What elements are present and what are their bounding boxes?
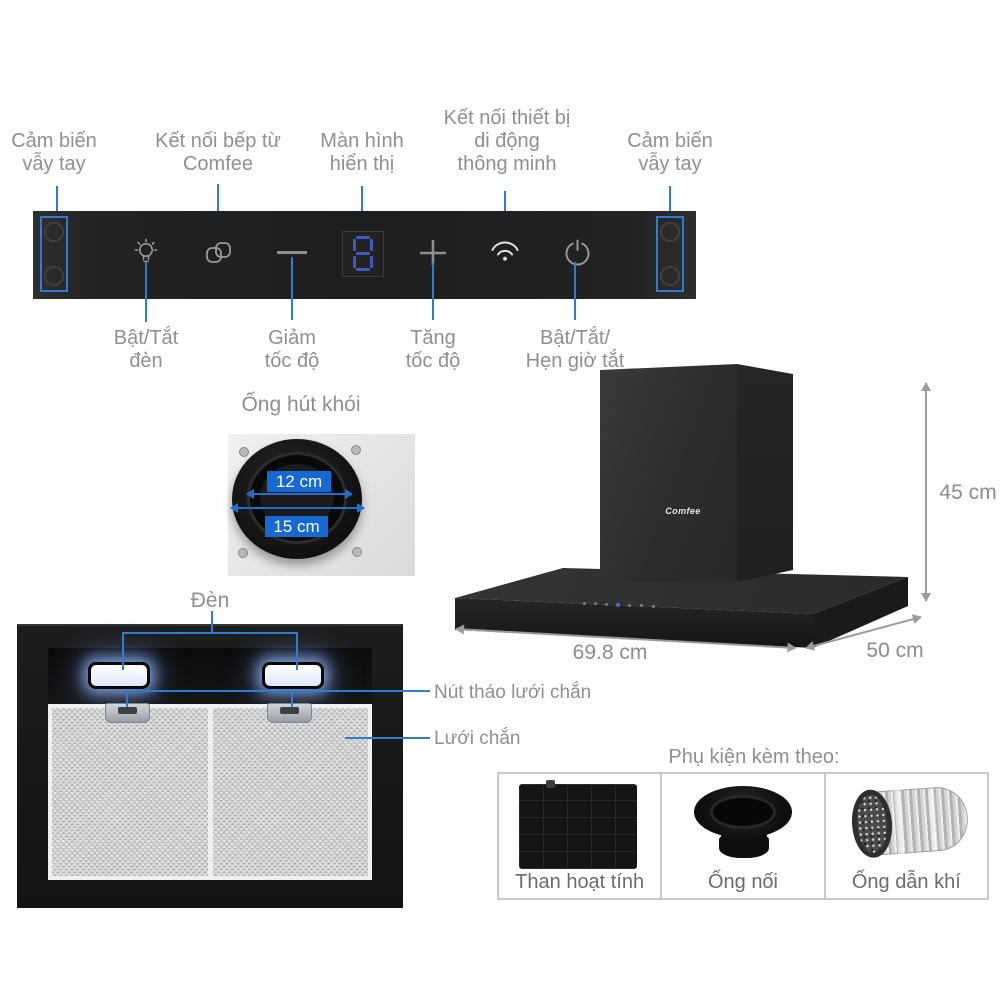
accessory-label: Ống nối (707, 871, 779, 893)
callout-line (211, 611, 213, 633)
hood-control-dot-display (616, 603, 620, 607)
callout-line (122, 632, 124, 670)
width-dimension-label: 69.8 cm (572, 641, 648, 664)
connector-ring-base (719, 836, 769, 858)
callout-line (122, 632, 298, 634)
hood-control-dot (640, 604, 643, 607)
accessory-cell-carbon: Than hoạt tính (499, 774, 660, 898)
duct-photo (228, 434, 415, 576)
hood-control-dot (605, 603, 608, 606)
callout-line (361, 186, 363, 233)
led-light-right (262, 662, 324, 689)
underside-photo (17, 624, 403, 908)
callout-line (432, 263, 434, 320)
duct-title: Ống hút khói (241, 393, 361, 416)
minus-icon (277, 251, 307, 254)
plus-icon (419, 239, 447, 267)
hob-link-icon (205, 240, 235, 266)
outer-diameter-badge: 15 cm (265, 516, 328, 537)
screw-icon (239, 447, 249, 457)
connector-ring-opening (710, 795, 776, 829)
label-lights: Đèn (190, 589, 230, 612)
callout-line (345, 737, 430, 739)
callout-line (126, 690, 430, 692)
hood-chimney-side (737, 364, 793, 582)
accessories-heading: Phụ kiện kèm theo: (668, 746, 840, 768)
control-panel-bar (33, 211, 696, 299)
callout-line (574, 262, 576, 320)
label-display: Màn hình hiển thị (320, 130, 404, 175)
screw-icon (352, 547, 362, 557)
callout-line (296, 632, 298, 670)
accessory-cell-flex-duct: Ống dẫn khí (823, 774, 987, 898)
mesh-filter-left (52, 708, 208, 876)
sensor-circle (660, 266, 680, 286)
label-hob-link: Kết nối bếp từ Comfee (155, 130, 281, 175)
hood-control-dot (652, 605, 655, 608)
mesh-filter-area (48, 704, 372, 880)
flex-duct-image (849, 783, 973, 861)
label-hand-sensor-right: Cảm biến vẫy tay (627, 130, 713, 175)
sensor-circle (44, 222, 64, 242)
sensor-circle (660, 222, 680, 242)
depth-dimension-label: 50 cm (866, 639, 924, 662)
height-dimension-label: 45 cm (939, 481, 997, 504)
inner-diameter-badge: 12 cm (267, 471, 331, 492)
wifi-icon (490, 240, 520, 262)
screw-icon (238, 548, 248, 558)
hood-control-dot (628, 604, 631, 607)
power-icon (564, 239, 591, 266)
led-light-left (88, 662, 150, 689)
carbon-filter-notch (546, 780, 555, 788)
hand-sensor-zone-right (656, 216, 684, 292)
label-increase-speed: Tăng tốc độ (405, 327, 461, 372)
label-decrease-speed: Giảm tốc độ (264, 327, 320, 372)
light-icon (133, 237, 159, 269)
label-hand-sensor-left: Cảm biến vẫy tay (11, 130, 97, 175)
label-light-toggle: Bật/Tắt đèn (113, 327, 179, 372)
carbon-filter-image (519, 784, 637, 869)
hood-control-dot (594, 602, 597, 605)
hood-control-dot (583, 602, 586, 605)
label-mesh-filter: Lưới chắn (434, 728, 521, 749)
hood-chimney-front (600, 364, 737, 581)
comfee-logo: Comfee (665, 506, 701, 516)
callout-line (126, 690, 128, 707)
sensor-circle (44, 266, 64, 286)
accessory-label: Ống dẫn khí (851, 871, 961, 893)
label-power-timer: Bật/Tắt/ Hẹn giờ tắt (525, 327, 625, 372)
inner-diameter-arrow (246, 489, 353, 499)
mesh-filter-right (212, 708, 368, 876)
hand-sensor-zone-left (40, 216, 68, 292)
callout-line (145, 263, 147, 322)
speed-display (342, 231, 384, 277)
callout-line (669, 186, 671, 216)
accessory-cell-connector: Ống nối (660, 774, 823, 898)
callout-line (291, 257, 293, 320)
filter-release-tab-right (267, 703, 312, 723)
height-dimension-arrow (921, 382, 931, 602)
outer-diameter-arrow (230, 503, 365, 513)
callout-line (291, 690, 293, 707)
callout-line (56, 186, 58, 216)
label-filter-release-button: Nút tháo lưới chắn (434, 682, 592, 703)
accessory-label: Than hoạt tính (515, 871, 645, 893)
label-smart-connect: Kết nối thiết bị di động thông minh (443, 107, 571, 175)
screw-icon (351, 445, 361, 455)
